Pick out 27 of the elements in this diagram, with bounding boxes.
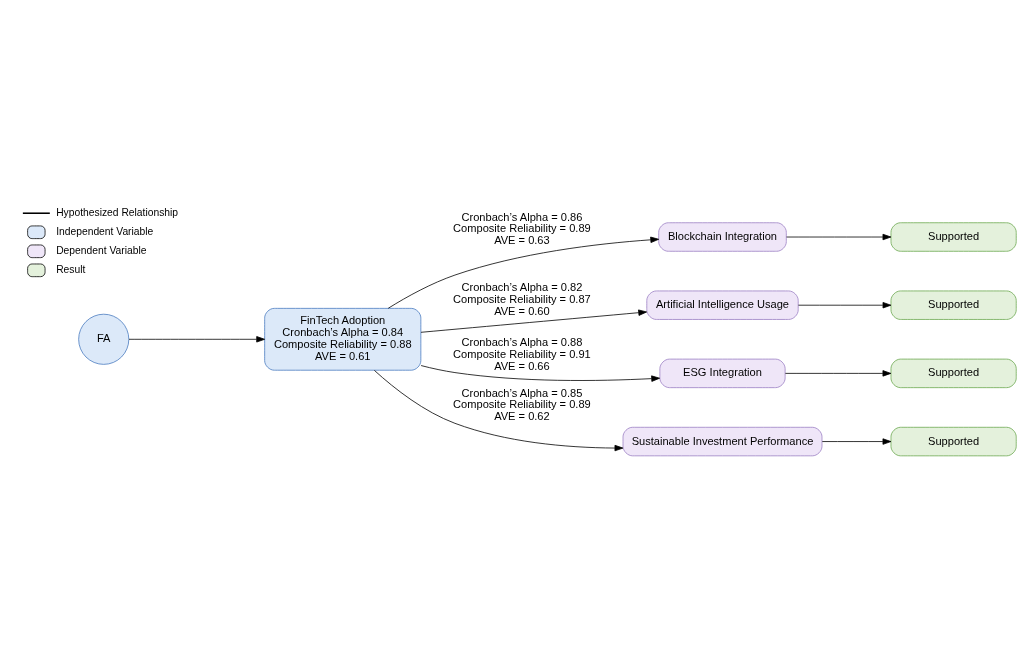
node-box: Sustainable Investment Performance — [622, 426, 823, 456]
node-box: ESG Integration — [659, 358, 786, 388]
edge-label: Cronbach’s Alpha = 0.85 Composite Reliability = 0.89 AVE = 0.62 — [453, 386, 591, 422]
legend-label: Result — [56, 263, 86, 275]
edge-label: Cronbach’s Alpha = 0.88 Composite Reliability = 0.91 AVE = 0.66 — [453, 335, 591, 372]
node-box: FinTech Adoption Cronbach’s Alpha = 0.84 Composite Reliability = 0.88 AVE = 0.61 — [264, 307, 422, 371]
node-box: Artificial Intelligence Usage — [646, 290, 799, 320]
edge-label: Cronbach’s Alpha = 0.86 Composite Reliability = 0.89 AVE = 0.63 — [453, 210, 591, 246]
arrow — [128, 335, 265, 342]
legend-label: Hypothesized Relationship — [56, 206, 179, 218]
arrow — [785, 369, 892, 377]
arrow — [821, 437, 892, 445]
arrow — [374, 369, 624, 451]
legend-label: Dependent Variable — [56, 244, 147, 256]
node-box: Supported — [890, 221, 1017, 252]
arrow — [420, 364, 660, 382]
edge-label: Cronbach’s Alpha = 0.82 Composite Reliability = 0.87 AVE = 0.60 — [453, 280, 591, 317]
arrow — [387, 236, 660, 309]
legend-label: Independent Variable — [56, 225, 154, 237]
arrow — [798, 301, 892, 308]
node-circle: FA — [78, 313, 130, 365]
node-box: Supported — [890, 290, 1017, 320]
arrow — [786, 233, 892, 240]
node-box: Supported — [890, 426, 1017, 456]
node-box: Supported — [890, 358, 1017, 388]
arrow — [420, 309, 648, 333]
node-box: Blockchain Integration — [658, 221, 787, 252]
